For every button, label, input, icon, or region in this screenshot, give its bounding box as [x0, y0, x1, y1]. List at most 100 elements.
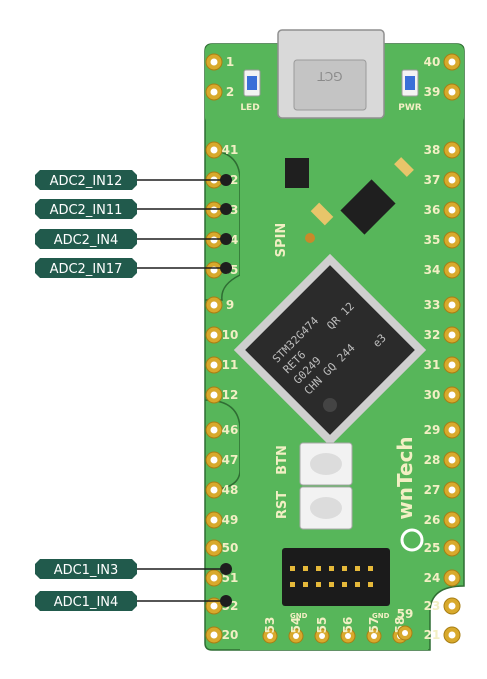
pin-number: 37 [424, 173, 441, 187]
ic-regulator [340, 179, 396, 235]
pin: 53 [262, 617, 278, 644]
pin: 2 [205, 83, 234, 101]
button-rst-cap [310, 497, 342, 519]
pin-callout: ADC2_IN4 [35, 229, 232, 249]
pin-number: 53 [263, 617, 277, 634]
debug-pin [303, 582, 308, 587]
pin-callout: ADC1_IN3 [35, 559, 232, 579]
pin: 25 [424, 539, 461, 557]
callout-box [35, 559, 137, 579]
callout-box [35, 258, 137, 278]
debug-pin [368, 566, 373, 571]
gnd-silk-right: GND [372, 612, 390, 620]
pin-number: 33 [424, 298, 441, 312]
debug-pin [368, 582, 373, 587]
pin-number: 27 [424, 483, 441, 497]
pin-hole [210, 361, 218, 369]
debug-pin [355, 582, 360, 587]
pin: 30 [424, 386, 461, 404]
extra-pin: 59 [397, 607, 413, 641]
pin-number: 23 [424, 599, 441, 613]
pin-hole [210, 486, 218, 494]
pin-number: 9 [226, 298, 234, 312]
pin: 57 [366, 617, 382, 644]
pin: 10 [205, 326, 239, 344]
pin-number: 11 [222, 358, 239, 372]
pin-hole [210, 391, 218, 399]
pin-number: 28 [424, 453, 441, 467]
pin-hole [448, 236, 456, 244]
pin-hole [210, 516, 218, 524]
pin-hole [210, 631, 218, 639]
pin-number: 1 [226, 55, 234, 69]
pin: 50 [205, 539, 238, 557]
callout-label: ADC2_IN4 [54, 233, 119, 248]
pin-number: 40 [424, 55, 441, 69]
pin-number: 24 [424, 571, 441, 585]
callout-dot [220, 203, 232, 215]
pin-hole [210, 574, 218, 582]
callout-label: ADC2_IN17 [50, 262, 123, 277]
pin-hole [293, 633, 299, 639]
callout-dot [220, 563, 232, 575]
spin-silk-label: SPIN [274, 223, 289, 258]
pin: 1 [205, 53, 234, 71]
pin: 55 [314, 617, 330, 644]
pin-hole [210, 544, 218, 552]
pin-callout: ADC2_IN17 [35, 258, 232, 278]
debug-pin [290, 566, 295, 571]
pin-hole [371, 633, 377, 639]
pin: 20 [205, 626, 238, 644]
mcu-chip [233, 253, 427, 447]
callout-label: ADC2_IN12 [50, 174, 123, 189]
callout-dot [220, 595, 232, 607]
pin-hole [448, 426, 456, 434]
pin-number: 34 [424, 263, 441, 277]
pin-number: 31 [424, 358, 441, 372]
pin-hole [345, 633, 351, 639]
callout-box [35, 591, 137, 611]
pin-hole [448, 176, 456, 184]
pin-number: 39 [424, 85, 441, 99]
pin: 31 [424, 356, 461, 374]
pin-number: 32 [424, 328, 441, 342]
pin: 56 [340, 617, 356, 644]
pin: 34 [424, 261, 461, 279]
ic-small-1 [285, 158, 309, 188]
pin: 37 [424, 171, 461, 189]
pin-callout: ADC2_IN11 [35, 199, 232, 219]
pin-hole [210, 146, 218, 154]
pin: 39 [424, 83, 461, 101]
pin-hole [448, 631, 456, 639]
pin-number: 30 [424, 388, 441, 402]
capacitor-1 [310, 202, 334, 226]
pin-number: 49 [222, 513, 239, 527]
led-right-lens [405, 76, 415, 90]
pin-number: 10 [222, 328, 239, 342]
pin-hole [448, 88, 456, 96]
usb-c-shell [293, 59, 367, 111]
pin-hole [319, 633, 325, 639]
pin-hole [210, 58, 218, 66]
pin-hole [267, 633, 273, 639]
pin-hole [448, 574, 456, 582]
callout-label: ADC1_IN3 [54, 563, 119, 578]
callout-box [35, 229, 137, 249]
pin: 48 [205, 481, 238, 499]
pin-number: 38 [424, 143, 441, 157]
brand-label: wnTech [393, 436, 417, 519]
pin: 36 [424, 201, 461, 219]
pin-number: 12 [222, 388, 239, 402]
pwr-silk-label: PWR [398, 103, 422, 113]
pin-hole [210, 236, 218, 244]
pin-hole [448, 391, 456, 399]
pin-hole [448, 486, 456, 494]
callout-label: ADC1_IN4 [54, 595, 119, 610]
pin-hole [448, 266, 456, 274]
pin-hole [210, 206, 218, 214]
pin: 40 [424, 53, 461, 71]
pin-number: 56 [341, 617, 355, 634]
